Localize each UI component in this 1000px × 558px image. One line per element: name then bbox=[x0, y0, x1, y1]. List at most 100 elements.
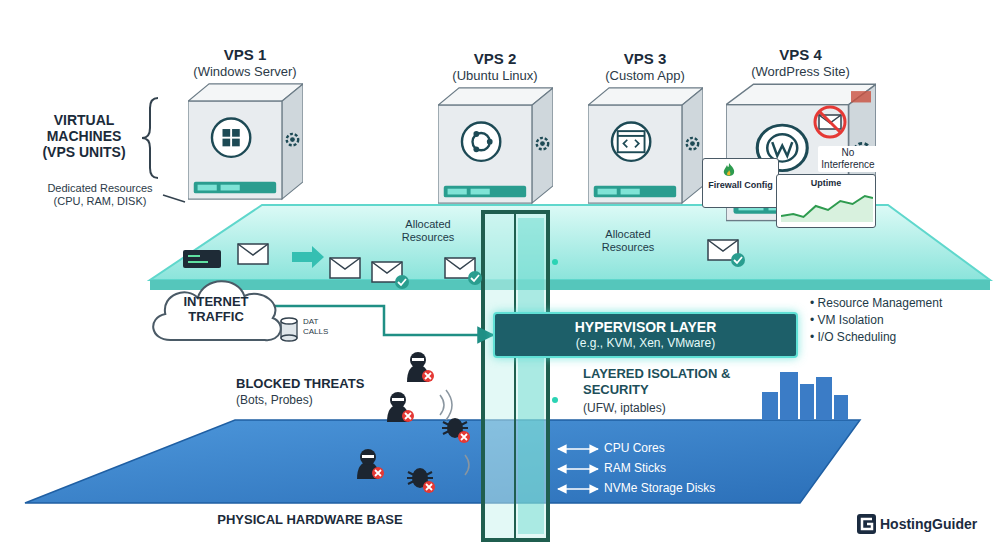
card-title: Uptime bbox=[782, 178, 870, 189]
art-circle bbox=[487, 139, 493, 145]
art-rect bbox=[232, 139, 240, 147]
art-circle bbox=[372, 467, 384, 479]
art-svg bbox=[781, 192, 873, 224]
art-rect bbox=[221, 185, 240, 191]
art-rect bbox=[223, 139, 231, 147]
art-rect bbox=[618, 131, 645, 152]
vps-cube: VPS 1(Windows Server) bbox=[175, 46, 315, 202]
art-rect bbox=[816, 377, 832, 420]
art-path bbox=[445, 258, 475, 269]
art-rect bbox=[238, 244, 268, 264]
art-path bbox=[375, 470, 381, 476]
art-ellipse bbox=[281, 335, 297, 341]
art-path bbox=[238, 244, 268, 255]
vps-cube: VPS 4(WordPress Site)Firewall ConfigUpti… bbox=[718, 46, 883, 224]
art-line bbox=[514, 212, 516, 540]
art-circle bbox=[552, 259, 558, 265]
threat-figure bbox=[407, 352, 434, 382]
section-heading: BLOCKED THREATS bbox=[236, 376, 376, 392]
art-path bbox=[372, 262, 402, 273]
art-polygon bbox=[726, 84, 876, 104]
malware-bug bbox=[407, 468, 435, 493]
art-polygon bbox=[282, 84, 303, 199]
hardware-label: RAM Sticks bbox=[604, 461, 744, 476]
art-rect bbox=[438, 105, 532, 203]
art-svg bbox=[588, 86, 703, 206]
art-path bbox=[471, 275, 479, 281]
art-rect bbox=[392, 398, 404, 401]
art-rect bbox=[598, 189, 617, 195]
art-line bbox=[558, 488, 598, 490]
art-path bbox=[425, 373, 431, 379]
art-path bbox=[426, 484, 432, 490]
art-polygon bbox=[781, 196, 873, 222]
art-rect bbox=[621, 189, 640, 195]
art-rect bbox=[362, 455, 374, 458]
art-circle bbox=[390, 392, 406, 408]
art-circle bbox=[287, 134, 299, 146]
art-rect bbox=[762, 392, 778, 420]
city-skyline bbox=[762, 372, 848, 420]
note-label: Allocated Resources bbox=[395, 218, 461, 244]
art-polyline bbox=[781, 196, 873, 217]
art-circle bbox=[423, 481, 435, 493]
art-path bbox=[772, 142, 792, 156]
art-polygon bbox=[532, 88, 553, 203]
art-rect bbox=[330, 258, 360, 278]
bullet-item: • VM Isolation bbox=[810, 313, 985, 328]
signal-arcs bbox=[440, 390, 469, 475]
section-heading: LAYERED ISOLATION & SECURITY bbox=[583, 366, 738, 398]
art-circle bbox=[395, 275, 409, 289]
art-rect bbox=[594, 186, 676, 198]
art-circle bbox=[360, 449, 376, 465]
terminal-window bbox=[183, 250, 221, 268]
art-circle bbox=[422, 370, 434, 382]
bullet-item: • I/O Scheduling bbox=[810, 330, 985, 345]
art-circle bbox=[687, 138, 699, 150]
art-path bbox=[188, 256, 208, 262]
vps-cube: VPS 3(Custom App) bbox=[575, 50, 715, 206]
art-path bbox=[623, 140, 638, 148]
art-rect bbox=[780, 372, 798, 420]
envelope bbox=[238, 244, 268, 264]
envelope bbox=[372, 262, 409, 289]
art-circle bbox=[473, 131, 479, 137]
no-interference-icon bbox=[812, 104, 848, 140]
malware-bug bbox=[442, 418, 470, 443]
vps-title: VPS 1 bbox=[175, 46, 315, 64]
art-rect bbox=[448, 189, 467, 195]
hypervisor-title: HYPERVISOR LAYER bbox=[503, 319, 788, 336]
logo-mark bbox=[857, 514, 876, 534]
group-brace bbox=[142, 98, 158, 178]
art-polygon bbox=[682, 88, 703, 203]
node-subtext: (e.g., KVM, Xen, VMware) bbox=[503, 336, 788, 351]
vps-title: VPS 3 bbox=[575, 50, 715, 68]
base-label: PHYSICAL HARDWARE BASE bbox=[190, 512, 430, 528]
vps-cube: VPS 2(Ubuntu Linux) bbox=[425, 50, 565, 206]
art-svg bbox=[188, 82, 303, 202]
art-line bbox=[618, 135, 645, 137]
node-subtext: (Windows Server) bbox=[175, 64, 315, 80]
bullet-item: • Resource Management bbox=[810, 296, 985, 311]
art-rect bbox=[444, 186, 526, 198]
internet-cloud: INTERNET TRAFFIC bbox=[145, 268, 287, 344]
art-circle bbox=[473, 146, 479, 152]
art-circle bbox=[731, 253, 745, 267]
art-circle bbox=[612, 122, 650, 160]
node-subtext: (Ubuntu Linux) bbox=[425, 68, 565, 84]
icon-label: DAT CALLS bbox=[303, 317, 339, 337]
art-rect bbox=[198, 185, 217, 191]
art-rect bbox=[800, 384, 814, 420]
art-circle bbox=[815, 107, 845, 137]
art-rect bbox=[412, 358, 424, 361]
art-line bbox=[558, 468, 598, 470]
art-path bbox=[727, 170, 730, 175]
art-circle bbox=[690, 141, 695, 146]
envelope bbox=[708, 240, 745, 267]
art-path bbox=[708, 240, 738, 251]
art-rect bbox=[194, 182, 276, 194]
vps-title: VPS 2 bbox=[425, 50, 565, 68]
art-rect bbox=[857, 514, 876, 534]
art-rect bbox=[471, 189, 490, 195]
